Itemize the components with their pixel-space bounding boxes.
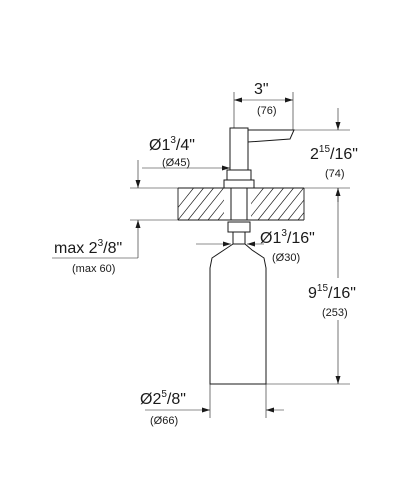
dim-bottle-diameter: Ø25/8" (Ø66) xyxy=(140,384,284,427)
dim-spout-length-in: 3" xyxy=(254,81,269,98)
neck xyxy=(232,231,246,245)
dim-bottle-diameter-in: Ø25/8" xyxy=(140,389,186,408)
shank xyxy=(230,187,248,221)
pump-head xyxy=(229,127,249,171)
nut xyxy=(227,221,251,233)
soap-dispenser xyxy=(209,127,295,385)
dim-head-diameter-mm: (Ø45) xyxy=(162,157,190,169)
dim-spout-length: 3" (76) xyxy=(233,81,294,130)
dim-spout-length-mm: (76) xyxy=(257,105,277,117)
pump-spout xyxy=(247,129,295,143)
dim-shank-diameter-mm: (Ø30) xyxy=(272,252,300,264)
dim-shank-diameter: Ø13/16" (Ø30) xyxy=(196,228,315,264)
countertop xyxy=(177,187,305,221)
pump-collar xyxy=(226,169,252,181)
bottle xyxy=(209,243,267,385)
dim-spout-height-in: 215/16" xyxy=(310,144,358,163)
dim-total-length-in: 915/16" xyxy=(308,283,356,302)
flange xyxy=(223,179,255,189)
dim-spout-height-mm: (74) xyxy=(325,168,345,180)
dim-max-deck-mm: (max 60) xyxy=(72,263,115,275)
dim-head-diameter: Ø13/4" (Ø45) xyxy=(142,135,230,171)
dim-total-length: 915/16" (253) xyxy=(266,188,356,385)
dim-bottle-diameter-mm: (Ø66) xyxy=(150,415,178,427)
dim-head-diameter-in: Ø13/4" xyxy=(149,135,195,154)
dim-shank-diameter-in: Ø13/16" xyxy=(260,228,315,247)
dim-max-deck-in: max 23/8" xyxy=(54,238,122,257)
dim-total-length-mm: (253) xyxy=(322,307,348,319)
dim-max-deck: max 23/8" (max 60) xyxy=(52,160,178,275)
